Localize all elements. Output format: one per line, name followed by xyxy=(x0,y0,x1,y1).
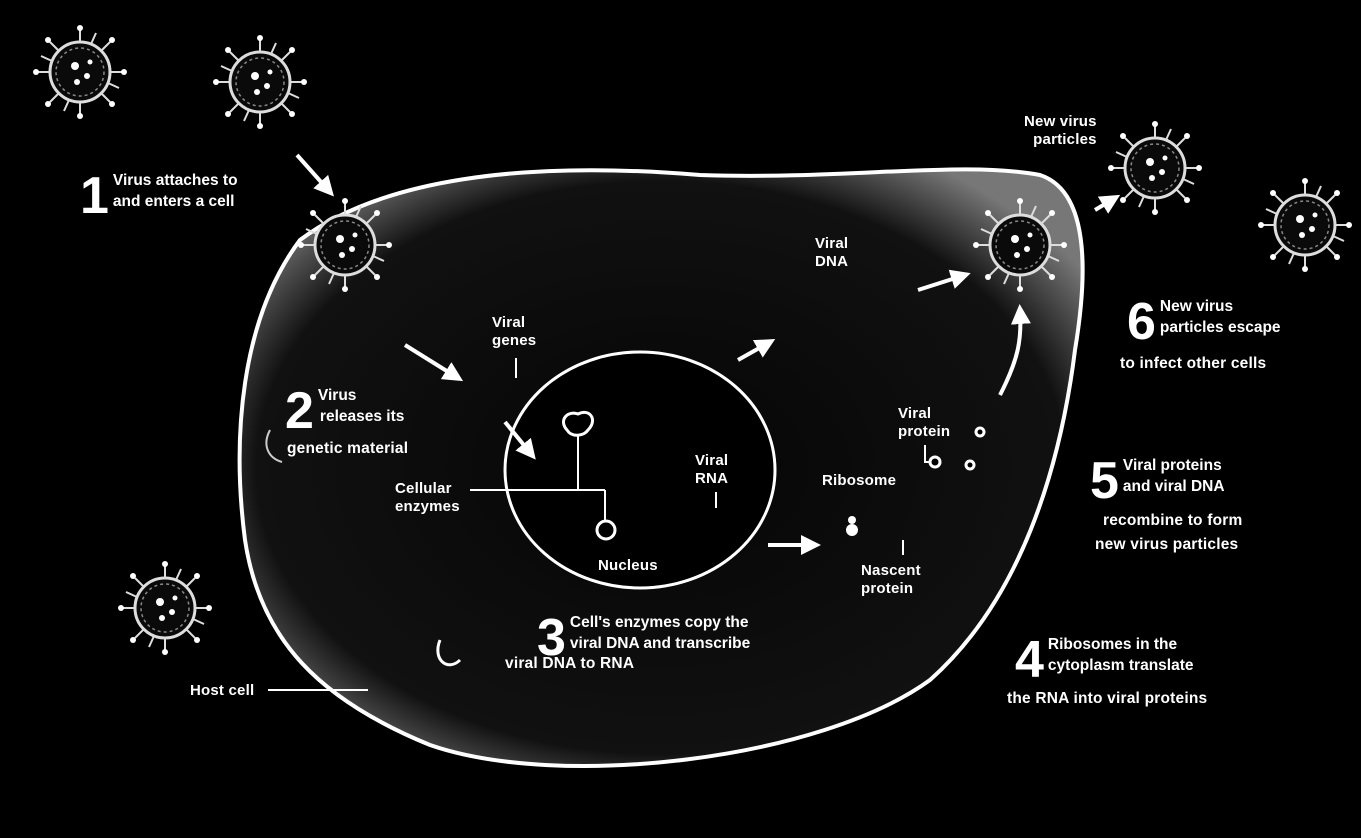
label-viral-genes: Viral genes xyxy=(492,314,536,350)
label-viral-rna: Viral RNA xyxy=(695,452,728,488)
step-1: 1 Virus attaches to and enters a cell xyxy=(80,170,238,222)
virus-particle-icon xyxy=(33,25,127,119)
step-text: cytoplasm translate xyxy=(1048,655,1194,676)
step-text: recombine to form xyxy=(1103,512,1242,530)
step-text: Viral proteins xyxy=(1123,455,1225,476)
step-text: Virus attaches to xyxy=(113,170,238,191)
label-nascent-protein: Nascent protein xyxy=(861,562,921,598)
step-number: 5 xyxy=(1090,455,1119,507)
step-text: New virus xyxy=(1160,296,1281,317)
arrow-icon xyxy=(297,155,330,192)
step-text: particles escape xyxy=(1160,317,1281,338)
step-6: 6 New virus particles escape xyxy=(1127,296,1281,348)
step-text: Ribosomes in the xyxy=(1048,634,1194,655)
virus-particle-icon xyxy=(1258,178,1352,272)
step-4: 4 Ribosomes in the cytoplasm translate xyxy=(1015,634,1194,686)
step-text: and viral DNA xyxy=(1123,476,1225,497)
step-text: viral DNA to RNA xyxy=(505,655,634,673)
virus-particle-icon xyxy=(213,35,307,129)
step-text: Cell's enzymes copy the xyxy=(570,612,750,633)
step-text: releases its xyxy=(320,406,404,427)
nucleus-membrane xyxy=(505,352,775,588)
label-ribosome: Ribosome xyxy=(822,472,896,490)
virus-particle-icon xyxy=(298,198,392,292)
step-text: genetic material xyxy=(287,440,408,458)
virus-particle-icon xyxy=(118,561,212,655)
step-text: Virus xyxy=(318,385,404,406)
step-number: 2 xyxy=(285,385,314,437)
step-text: viral DNA and transcribe xyxy=(570,633,750,654)
step-text: to infect other cells xyxy=(1120,355,1266,373)
virus-particle-icon xyxy=(1108,121,1202,215)
label-cellular-enzymes: Cellular enzymes xyxy=(395,480,460,516)
label-viral-protein: Viral protein xyxy=(898,405,950,441)
label-new-virus-particles: New virus particles xyxy=(1024,113,1097,149)
label-nucleus: Nucleus xyxy=(598,557,658,575)
step-5: 5 Viral proteins and viral DNA xyxy=(1090,455,1225,507)
virus-particle-icon xyxy=(973,198,1067,292)
step-text: new virus particles xyxy=(1095,536,1238,554)
label-host-cell: Host cell xyxy=(190,682,254,700)
step-number: 4 xyxy=(1015,634,1044,686)
step-2: 2 Virus releases its xyxy=(285,385,404,437)
step-text: and enters a cell xyxy=(113,191,238,212)
step-number: 1 xyxy=(80,170,109,222)
step-text: the RNA into viral proteins xyxy=(1007,690,1207,708)
step-number: 6 xyxy=(1127,296,1156,348)
arrow-icon xyxy=(1095,198,1115,210)
label-viral-dna: Viral DNA xyxy=(815,235,848,271)
